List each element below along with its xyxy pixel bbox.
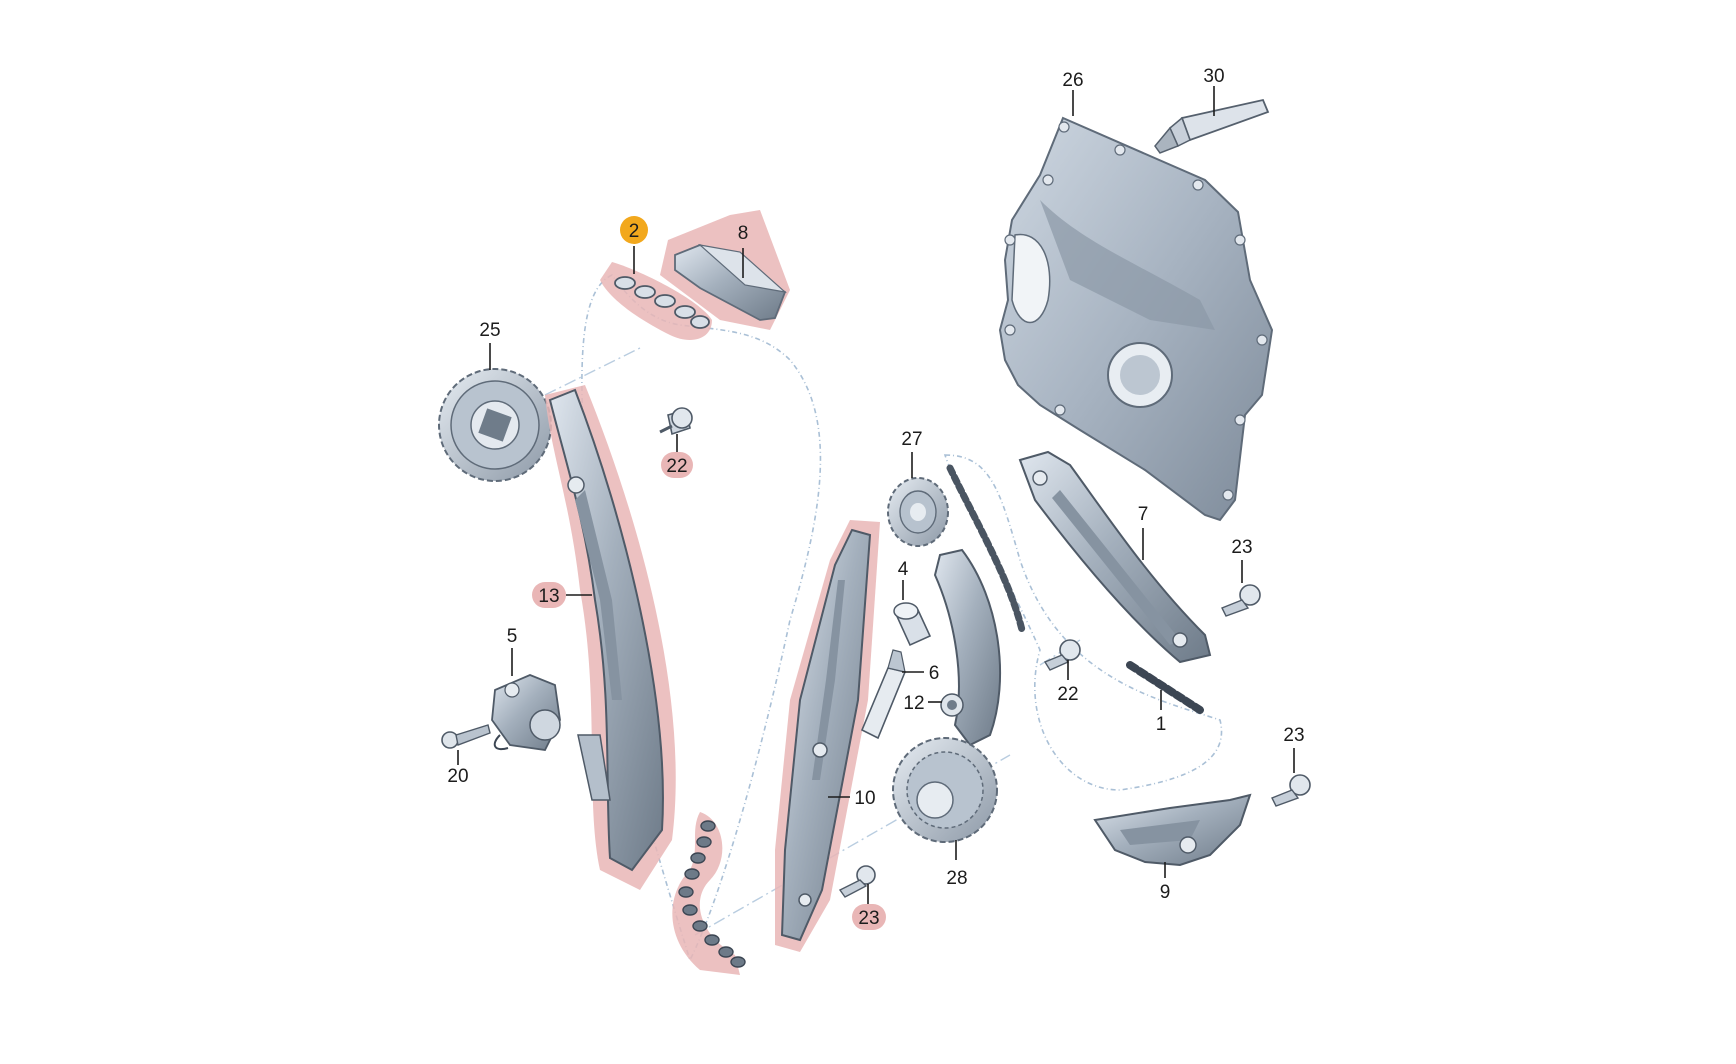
callout-12[interactable]: 12 [903, 693, 942, 714]
chain-segment-2[interactable] [600, 262, 712, 340]
tensioner-rail-13[interactable] [545, 385, 676, 890]
callout-10-label: 10 [854, 788, 875, 809]
callout-20[interactable]: 20 [447, 750, 469, 787]
callout-5-label: 5 [507, 626, 518, 647]
bolt-20[interactable] [441, 724, 491, 749]
sealant-tube-30[interactable] [1154, 98, 1270, 154]
callout-12-label: 12 [903, 693, 924, 714]
chain-guide-9[interactable] [1093, 793, 1252, 867]
sprocket-27[interactable] [887, 477, 949, 547]
bolt-22-right[interactable] [1043, 639, 1081, 671]
callout-10[interactable]: 10 [828, 788, 876, 809]
callout-23-lower[interactable]: 23 [852, 884, 886, 930]
callout-6[interactable]: 6 [902, 663, 939, 684]
callout-8-label: 8 [738, 223, 749, 244]
callout-5[interactable]: 5 [507, 626, 518, 676]
callout-23-lower-right[interactable]: 23 [1283, 725, 1305, 773]
callout-9[interactable]: 9 [1160, 862, 1171, 903]
callout-13-label: 13 [538, 586, 559, 607]
guide-rail-10[interactable] [775, 520, 880, 952]
chain-segment-1[interactable] [1126, 661, 1204, 714]
pin-4[interactable] [893, 602, 932, 647]
callout-20-label: 20 [447, 766, 468, 787]
callout-2[interactable]: 2 [620, 216, 648, 274]
callout-22-upper[interactable]: 22 [661, 434, 693, 478]
callout-22-right-label: 22 [1057, 684, 1078, 705]
callout-28-label: 28 [946, 868, 967, 889]
callout-30[interactable]: 30 [1203, 66, 1225, 116]
callout-4[interactable]: 4 [898, 559, 909, 600]
upper-chain-path [943, 454, 1223, 791]
sealant-tube-6[interactable] [860, 649, 907, 740]
callout-13[interactable]: 13 [532, 582, 592, 608]
callout-8[interactable]: 8 [738, 223, 749, 278]
callout-1-label: 1 [1156, 714, 1167, 735]
callout-26[interactable]: 26 [1062, 70, 1084, 116]
callout-27-label: 27 [901, 429, 922, 450]
chain-tensioner-5[interactable] [491, 674, 561, 751]
callout-7-label: 7 [1138, 504, 1149, 525]
callout-28[interactable]: 28 [946, 840, 968, 889]
callout-23-lower-right-label: 23 [1283, 725, 1304, 746]
callout-4-label: 4 [898, 559, 909, 580]
callout-25-label: 25 [479, 320, 500, 341]
guide-rail-7[interactable] [1018, 450, 1212, 664]
lower-chain-segment[interactable] [672, 812, 746, 975]
callout-9-label: 9 [1160, 882, 1171, 903]
tensioner-guide-12[interactable] [933, 548, 1002, 747]
callout-22-right[interactable]: 22 [1057, 660, 1079, 705]
callout-23-lower-label: 23 [858, 908, 879, 929]
camshaft-sprocket-25[interactable] [438, 368, 552, 482]
callout-23-upper-right-label: 23 [1231, 537, 1252, 558]
callout-27[interactable]: 27 [901, 429, 923, 478]
callout-25[interactable]: 25 [479, 320, 501, 370]
callout-2-label: 2 [629, 221, 640, 242]
bolt-23-lower[interactable] [838, 865, 876, 898]
timing-cover-26[interactable] [998, 116, 1274, 522]
callout-22-upper-label: 22 [666, 456, 687, 477]
callout-26-label: 26 [1062, 70, 1083, 91]
bolt-23-lower-right[interactable] [1271, 774, 1311, 807]
callout-1[interactable]: 1 [1156, 690, 1167, 735]
callout-30-label: 30 [1203, 66, 1224, 87]
callout-23-upper-right[interactable]: 23 [1231, 537, 1253, 583]
bolt-22-upper[interactable] [659, 407, 693, 436]
callout-7[interactable]: 7 [1138, 504, 1149, 560]
callout-6-label: 6 [929, 663, 940, 684]
bolt-23-upper-right[interactable] [1221, 584, 1261, 617]
secondary-chain[interactable] [946, 464, 1026, 634]
crankshaft-sprocket-28[interactable] [892, 737, 998, 843]
sprocket-25-axis [544, 347, 641, 396]
